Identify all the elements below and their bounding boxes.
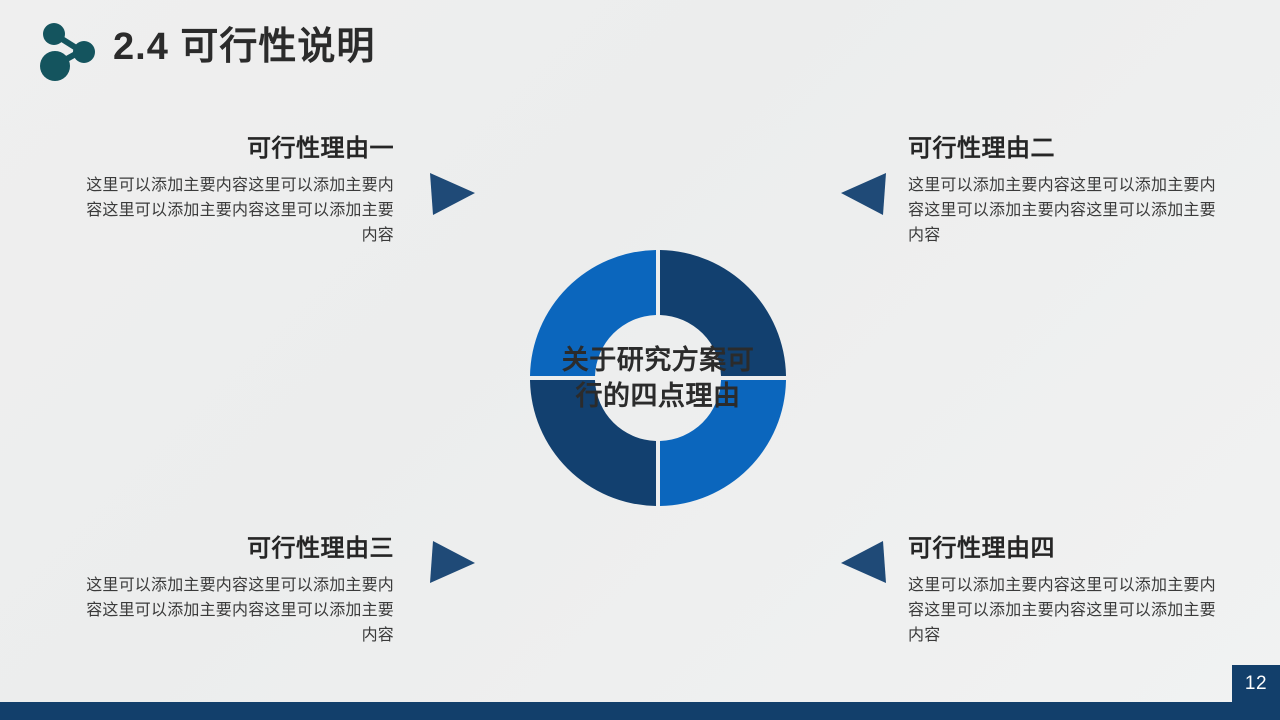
donut-center-line-2: 行的四点理由	[575, 381, 741, 411]
reason-title-two: 可行性理由二	[908, 135, 1055, 162]
donut-segment-top-left	[530, 250, 656, 376]
reason-block-bottom-right: 可行性理由四 这里可以添加主要内容这里可以添加主要内容这里可以添加主要内容这里可…	[908, 533, 1230, 648]
donut-segment-top-right	[660, 250, 786, 376]
arrow-marker-bottom-left	[430, 541, 475, 583]
donut-segment-bottom-left	[530, 380, 656, 506]
reason-title-three: 可行性理由三	[247, 535, 394, 562]
slide-header: 2.4 可行性说明	[0, 0, 1280, 100]
reason-block-top-left: 可行性理由一 这里可以添加主要内容这里可以添加主要内容这里可以添加主要内容这里可…	[72, 133, 394, 248]
reason-block-bottom-left: 可行性理由三 这里可以添加主要内容这里可以添加主要内容这里可以添加主要内容这里可…	[72, 533, 394, 648]
arrow-marker-bottom-right	[841, 541, 886, 583]
arrow-marker-top-left	[430, 173, 475, 215]
network-share-icon	[34, 12, 106, 82]
page-number-badge: 12	[1232, 665, 1280, 702]
footer-bar	[0, 702, 1280, 720]
donut-center-line-1: 关于研究方案可	[561, 345, 755, 375]
donut-segments	[530, 250, 786, 506]
arrow-marker-top-right	[841, 173, 886, 215]
reason-body-one: 这里可以添加主要内容这里可以添加主要内容这里可以添加主要内容这里可以添加主要内容	[86, 177, 394, 244]
reason-title-four: 可行性理由四	[908, 535, 1055, 562]
reason-body-two: 这里可以添加主要内容这里可以添加主要内容这里可以添加主要内容这里可以添加主要内容	[908, 177, 1216, 244]
donut-diagram: 关于研究方案可 行的四点理由	[395, 115, 921, 641]
donut-segment-bottom-right	[660, 380, 786, 506]
donut-arrow-markers	[430, 173, 886, 583]
page-title: 2.4 可行性说明	[113, 26, 376, 68]
reason-body-four: 这里可以添加主要内容这里可以添加主要内容这里可以添加主要内容这里可以添加主要内容	[908, 577, 1216, 644]
donut-center-label: 关于研究方案可 行的四点理由	[543, 342, 773, 414]
reason-title-one: 可行性理由一	[247, 135, 394, 162]
reason-body-three: 这里可以添加主要内容这里可以添加主要内容这里可以添加主要内容这里可以添加主要内容	[86, 577, 394, 644]
reason-block-top-right: 可行性理由二 这里可以添加主要内容这里可以添加主要内容这里可以添加主要内容这里可…	[908, 133, 1230, 248]
